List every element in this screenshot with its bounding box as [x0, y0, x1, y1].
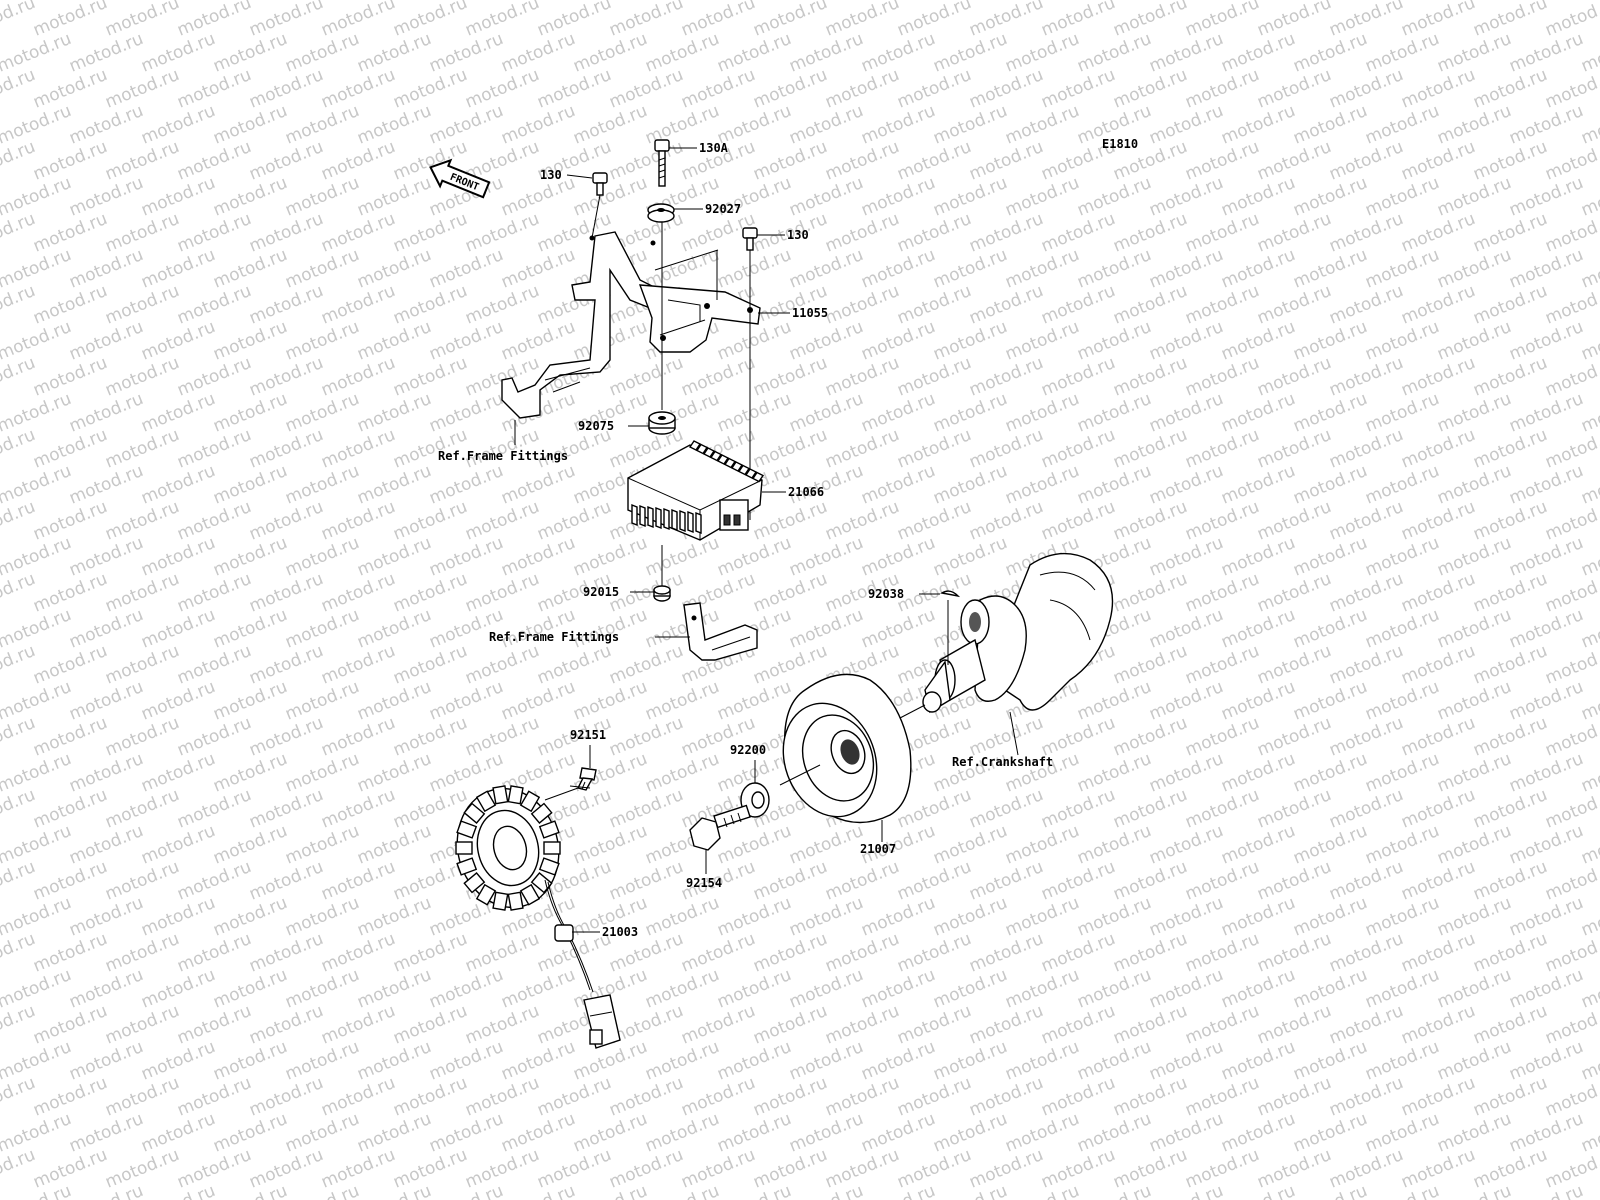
heat-sink-fin [695, 511, 702, 535]
bolt-92154 [689, 804, 751, 851]
stator-pole [463, 802, 486, 825]
label-92075: 92075 [578, 419, 614, 433]
regulator-21066 [627, 440, 765, 541]
stator-pole [519, 790, 541, 813]
stator-pole [456, 820, 478, 839]
heat-sink-fin [687, 510, 694, 534]
stator-pole [455, 841, 473, 855]
bolt-130a [654, 139, 670, 187]
stator-pole [543, 841, 561, 855]
stator-pole [475, 790, 497, 813]
heat-sink-fin [744, 468, 758, 479]
stator-pole [538, 857, 560, 876]
heat-sink-fin [723, 457, 737, 469]
bolt-130-right [742, 227, 758, 251]
heat-sink-fin [679, 509, 686, 533]
label-92038: 92038 [868, 587, 904, 601]
stator-pole [507, 891, 524, 911]
heat-sink-fin [647, 505, 654, 529]
stator-pole [463, 871, 486, 894]
label-130-left: 130 [540, 168, 562, 182]
label-130-right: 130 [787, 228, 809, 242]
rotor-21007 [782, 673, 912, 824]
heat-sink-fin [702, 447, 716, 458]
washer-92027 [647, 203, 675, 223]
heat-sink-fin [695, 443, 709, 455]
watermark-text: motod.ru [1578, 0, 1600, 5]
label-ref-frame-upper: Ref.Frame Fittings [438, 449, 568, 463]
stator-pole [538, 820, 560, 839]
label-21066: 21066 [788, 485, 824, 499]
label-21003: 21003 [602, 925, 638, 939]
label-92200: 92200 [730, 743, 766, 757]
nut-92015 [653, 585, 671, 602]
stator-pole [507, 785, 524, 805]
heat-sink-fin [751, 471, 765, 483]
label-ref-frame-lower: Ref.Frame Fittings [489, 630, 619, 644]
heat-sink-fin [730, 461, 744, 472]
heat-sink-fin [671, 508, 678, 532]
stator-pole [492, 785, 509, 805]
heat-sink-fin [716, 454, 730, 465]
label-11055: 11055 [792, 306, 828, 320]
stator-pole [456, 857, 478, 876]
heat-sink-fin [688, 440, 702, 451]
diagram-code: E1810 [1102, 137, 1138, 151]
heat-sink-fin [655, 506, 662, 530]
stator-pole [475, 883, 497, 906]
heat-sink-fin [709, 450, 723, 462]
heat-sink-fin [737, 464, 751, 476]
lower-frame-bracket [683, 602, 758, 661]
crankshaft [922, 552, 1114, 714]
heat-sink-fin [663, 507, 670, 531]
stator-21003 [455, 785, 621, 1049]
bolt-92151 [569, 767, 597, 791]
stator-pole [519, 883, 541, 906]
label-92015: 92015 [583, 585, 619, 599]
heat-sink-fin [631, 503, 638, 527]
stator-pole [492, 891, 509, 911]
label-92027: 92027 [705, 202, 741, 216]
stator-pole [530, 802, 553, 825]
bolt-130-left [592, 172, 608, 196]
heat-sink-fin [639, 504, 646, 528]
grommet-92075 [648, 411, 676, 435]
key-92038 [940, 590, 961, 598]
label-130a: 130A [699, 141, 729, 155]
label-ref-crankshaft: Ref.Crankshaft [952, 755, 1053, 769]
label-92151: 92151 [570, 728, 606, 742]
label-92154: 92154 [686, 876, 722, 890]
bracket-11055 [501, 231, 761, 419]
label-21007: 21007 [860, 842, 896, 856]
